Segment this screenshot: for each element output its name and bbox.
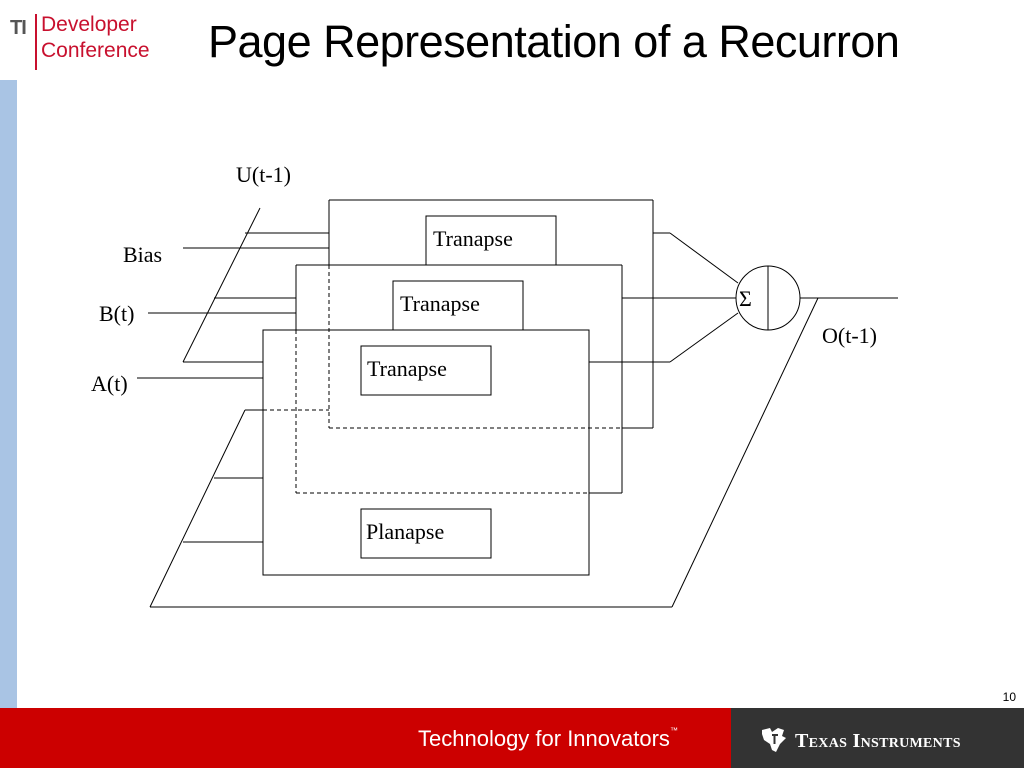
planapse-box [360, 508, 492, 559]
footer-tagline: Technology for Innovators™ [418, 726, 678, 752]
label-a: A(t) [91, 371, 128, 396]
tranapse-box-middle [392, 280, 524, 331]
footer-brand-name: Texas Instruments [795, 730, 961, 752]
logo-line-conference: Conference [41, 39, 150, 62]
label-planapse: Planapse [366, 519, 444, 544]
u-plane-left-edge [182, 207, 261, 363]
slide-title: Page Representation of a Recurron [208, 16, 900, 67]
footer-red-band [0, 708, 731, 768]
tagline-trademark: ™ [669, 726, 678, 735]
label-tranapse-3: Tranapse [367, 356, 447, 381]
tranapse-box-back [425, 215, 557, 266]
label-bias: Bias [123, 242, 162, 267]
logo-divider [35, 14, 37, 70]
label-u: U(t-1) [236, 162, 291, 187]
label-tranapse-1: Tranapse [433, 226, 513, 251]
ti-developer-conference-logo: TI Developer Conference [8, 8, 168, 70]
label-tranapse-2: Tranapse [400, 291, 480, 316]
output-plane-right-edge [671, 297, 819, 608]
side-accent-bar [0, 80, 17, 708]
label-sigma: Σ [739, 286, 752, 311]
tagline-text: Technology for Innovators [418, 726, 670, 751]
ti-logo-icon [762, 728, 786, 752]
label-output: O(t-1) [822, 323, 877, 348]
page-number: 10 [1002, 690, 1016, 704]
label-b: B(t) [99, 301, 134, 326]
logo-line-developer: Developer [41, 13, 137, 36]
front-output-line [669, 312, 739, 363]
tranapse-box-front [360, 345, 492, 396]
back-output-line [669, 232, 739, 284]
output-plane-left-edge [149, 409, 246, 608]
logo-ti-mark: TI [10, 17, 27, 39]
